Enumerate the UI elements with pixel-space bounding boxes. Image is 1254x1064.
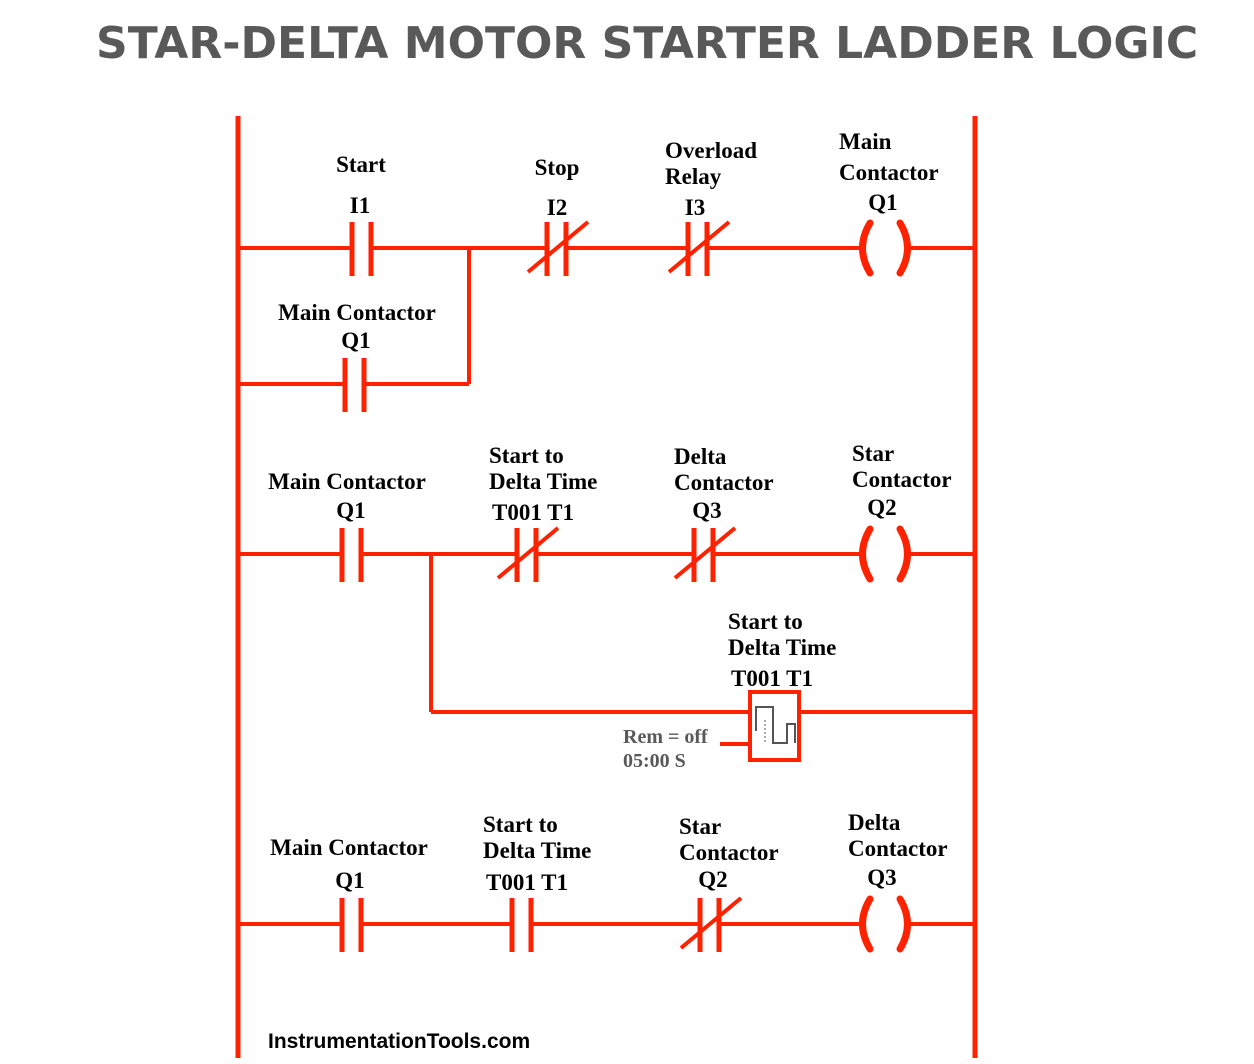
rung3-star-label-line1: Star xyxy=(679,814,721,839)
rung3-timer-address: T001 T1 xyxy=(486,870,568,895)
rung2-timer-address: T001 T1 xyxy=(492,500,574,525)
timer-label-line2: Delta Time xyxy=(728,635,836,660)
rung2-delta-address: Q3 xyxy=(692,498,721,523)
star-coil-label-line1: Star xyxy=(852,441,894,466)
main-coil-label-line2: Contactor xyxy=(839,160,939,185)
rung2-timer-label-line2: Delta Time xyxy=(489,469,597,494)
rung3-star-nc-contact-q2 xyxy=(679,896,743,952)
rung2-delta-label-line1: Delta xyxy=(674,444,727,469)
rung3-timer-label-line1: Start to xyxy=(483,812,558,837)
stop-address: I2 xyxy=(547,195,567,220)
rung2-main-label: Main Contactor xyxy=(268,469,426,494)
start-address: I1 xyxy=(350,193,370,218)
rung3-main-contact-q1 xyxy=(339,898,364,952)
delta-coil-label-line2: Contactor xyxy=(848,836,948,861)
delta-coil-address: Q3 xyxy=(867,865,896,890)
diagram-title: STAR-DELTA MOTOR STARTER LADDER LOGIC xyxy=(96,18,1198,69)
rung3-star-address: Q2 xyxy=(698,867,727,892)
star-contactor-coil-q2 xyxy=(859,525,911,583)
rung3-main-address: Q1 xyxy=(335,868,364,893)
rung3-star-label-line2: Contactor xyxy=(679,840,779,865)
overload-label-line1: Overload xyxy=(665,138,757,163)
overload-label-line2: Relay xyxy=(665,164,722,189)
main-contactor-coil-q1 xyxy=(859,219,911,277)
seal-in-address: Q1 xyxy=(341,328,370,353)
timer-block-t1 xyxy=(748,690,801,762)
rung2-delta-label-line2: Contactor xyxy=(674,470,774,495)
delta-contactor-coil-q3 xyxy=(859,895,911,953)
rung3-timer-label-line2: Delta Time xyxy=(483,838,591,863)
rung3-timer-no-contact-t1 xyxy=(509,898,534,952)
rung2-timer-label-line1: Start to xyxy=(489,443,564,468)
main-coil-address: Q1 xyxy=(868,190,897,215)
overload-relay-contact-i3 xyxy=(667,220,731,276)
seal-in-label: Main Contactor xyxy=(278,300,436,325)
main-coil-label-line1: Main xyxy=(839,129,892,154)
timer-address: T001 T1 xyxy=(731,666,813,691)
timer-preset: 05:00 S xyxy=(623,750,686,772)
start-label: Start xyxy=(336,152,386,177)
overload-address: I3 xyxy=(685,195,705,220)
rung2-main-address: Q1 xyxy=(336,498,365,523)
star-coil-address: Q2 xyxy=(867,495,896,520)
rung2-timer-nc-contact-t1 xyxy=(496,526,560,582)
rung2-delta-nc-contact-q3 xyxy=(673,526,737,582)
delta-coil-label-line1: Delta xyxy=(848,810,901,835)
watermark: InstrumentationTools.com xyxy=(268,1030,530,1053)
rung3-main-label: Main Contactor xyxy=(270,835,428,860)
timer-label-line1: Start to xyxy=(728,609,803,634)
rung-3: Main Contactor Q1 Start to Delta Time T0… xyxy=(238,810,975,953)
timer-remanence: Rem = off xyxy=(623,726,708,748)
stop-label: Stop xyxy=(535,155,580,180)
stop-contact-i2 xyxy=(526,220,590,276)
seal-in-contact-q1 xyxy=(342,358,367,412)
rung2-main-contact-q1 xyxy=(339,528,364,582)
star-coil-label-line2: Contactor xyxy=(852,467,952,492)
start-contact-i1 xyxy=(349,222,374,276)
rung-1: Start I1 Stop I2 Overload Relay I3 Main … xyxy=(238,129,975,412)
rung-2: Main Contactor Q1 Start to Delta Time T0… xyxy=(238,441,975,772)
